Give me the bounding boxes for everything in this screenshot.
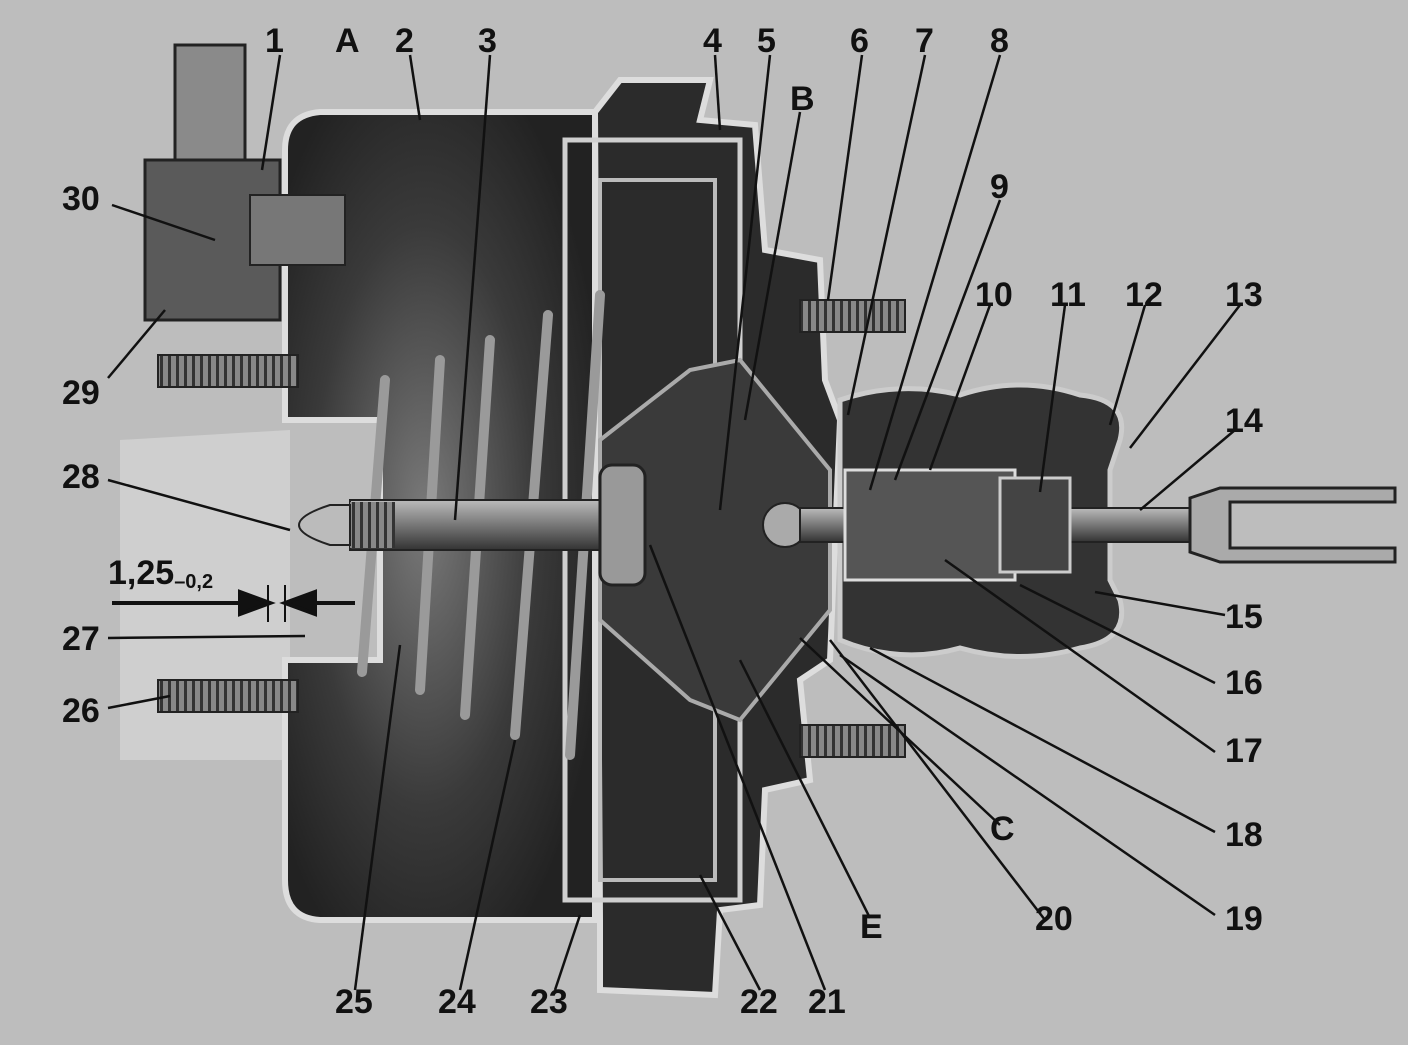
piston-disc — [598, 463, 647, 587]
label-11: 11 — [1050, 276, 1086, 314]
label-1: 1 — [265, 22, 284, 60]
stud-top-left — [157, 354, 299, 388]
label-10: 10 — [975, 276, 1013, 314]
clevis — [1188, 486, 1397, 564]
label-8: 8 — [990, 22, 1009, 60]
label-15: 15 — [1225, 598, 1263, 636]
label-19: 19 — [1225, 900, 1263, 938]
label-24: 24 — [438, 983, 476, 1021]
stud-bottom-left — [157, 679, 299, 713]
label-6: 6 — [850, 22, 869, 60]
label-16: 16 — [1225, 664, 1263, 702]
label-C: C — [990, 810, 1015, 848]
valve-seat — [998, 476, 1072, 574]
diaphragm — [562, 137, 743, 903]
label-13: 13 — [1225, 276, 1263, 314]
check-valve-thread — [249, 194, 346, 266]
rod-thread — [350, 502, 395, 548]
dimension-value: 1,25 — [108, 554, 175, 592]
stud-bottom-right — [799, 724, 906, 758]
label-20: 20 — [1035, 900, 1073, 938]
label-7: 7 — [915, 22, 934, 60]
vacuum-hose-fitting — [173, 43, 247, 162]
valve-body — [598, 357, 832, 723]
label-9: 9 — [990, 168, 1009, 206]
label-5: 5 — [757, 22, 776, 60]
leader-lines — [107, 54, 1241, 991]
stud-top-right — [799, 299, 906, 333]
label-E: E — [860, 908, 883, 946]
dimension-label: 1,25–0,2 — [108, 556, 213, 592]
label-26: 26 — [62, 692, 100, 730]
label-17: 17 — [1225, 732, 1263, 770]
label-2: 2 — [395, 22, 414, 60]
label-A: A — [335, 22, 360, 60]
label-23: 23 — [530, 983, 568, 1021]
label-22: 22 — [740, 983, 778, 1021]
label-27: 27 — [62, 620, 100, 658]
label-3: 3 — [478, 22, 497, 60]
rod-tip — [298, 504, 351, 546]
label-30: 30 — [62, 180, 100, 218]
label-21: 21 — [808, 983, 846, 1021]
dimension-arrows — [112, 585, 355, 622]
label-4: 4 — [703, 22, 722, 60]
label-25: 25 — [335, 983, 373, 1021]
label-28: 28 — [62, 458, 100, 496]
label-29: 29 — [62, 374, 100, 412]
valve-spring-box — [843, 468, 1017, 582]
label-12: 12 — [1125, 276, 1163, 314]
label-18: 18 — [1225, 816, 1263, 854]
label-B: B — [790, 80, 815, 118]
master-cylinder-flange — [120, 430, 290, 760]
dimension-tolerance: –0,2 — [174, 571, 214, 593]
label-14: 14 — [1225, 402, 1263, 440]
diaphragm-plate — [598, 178, 717, 882]
